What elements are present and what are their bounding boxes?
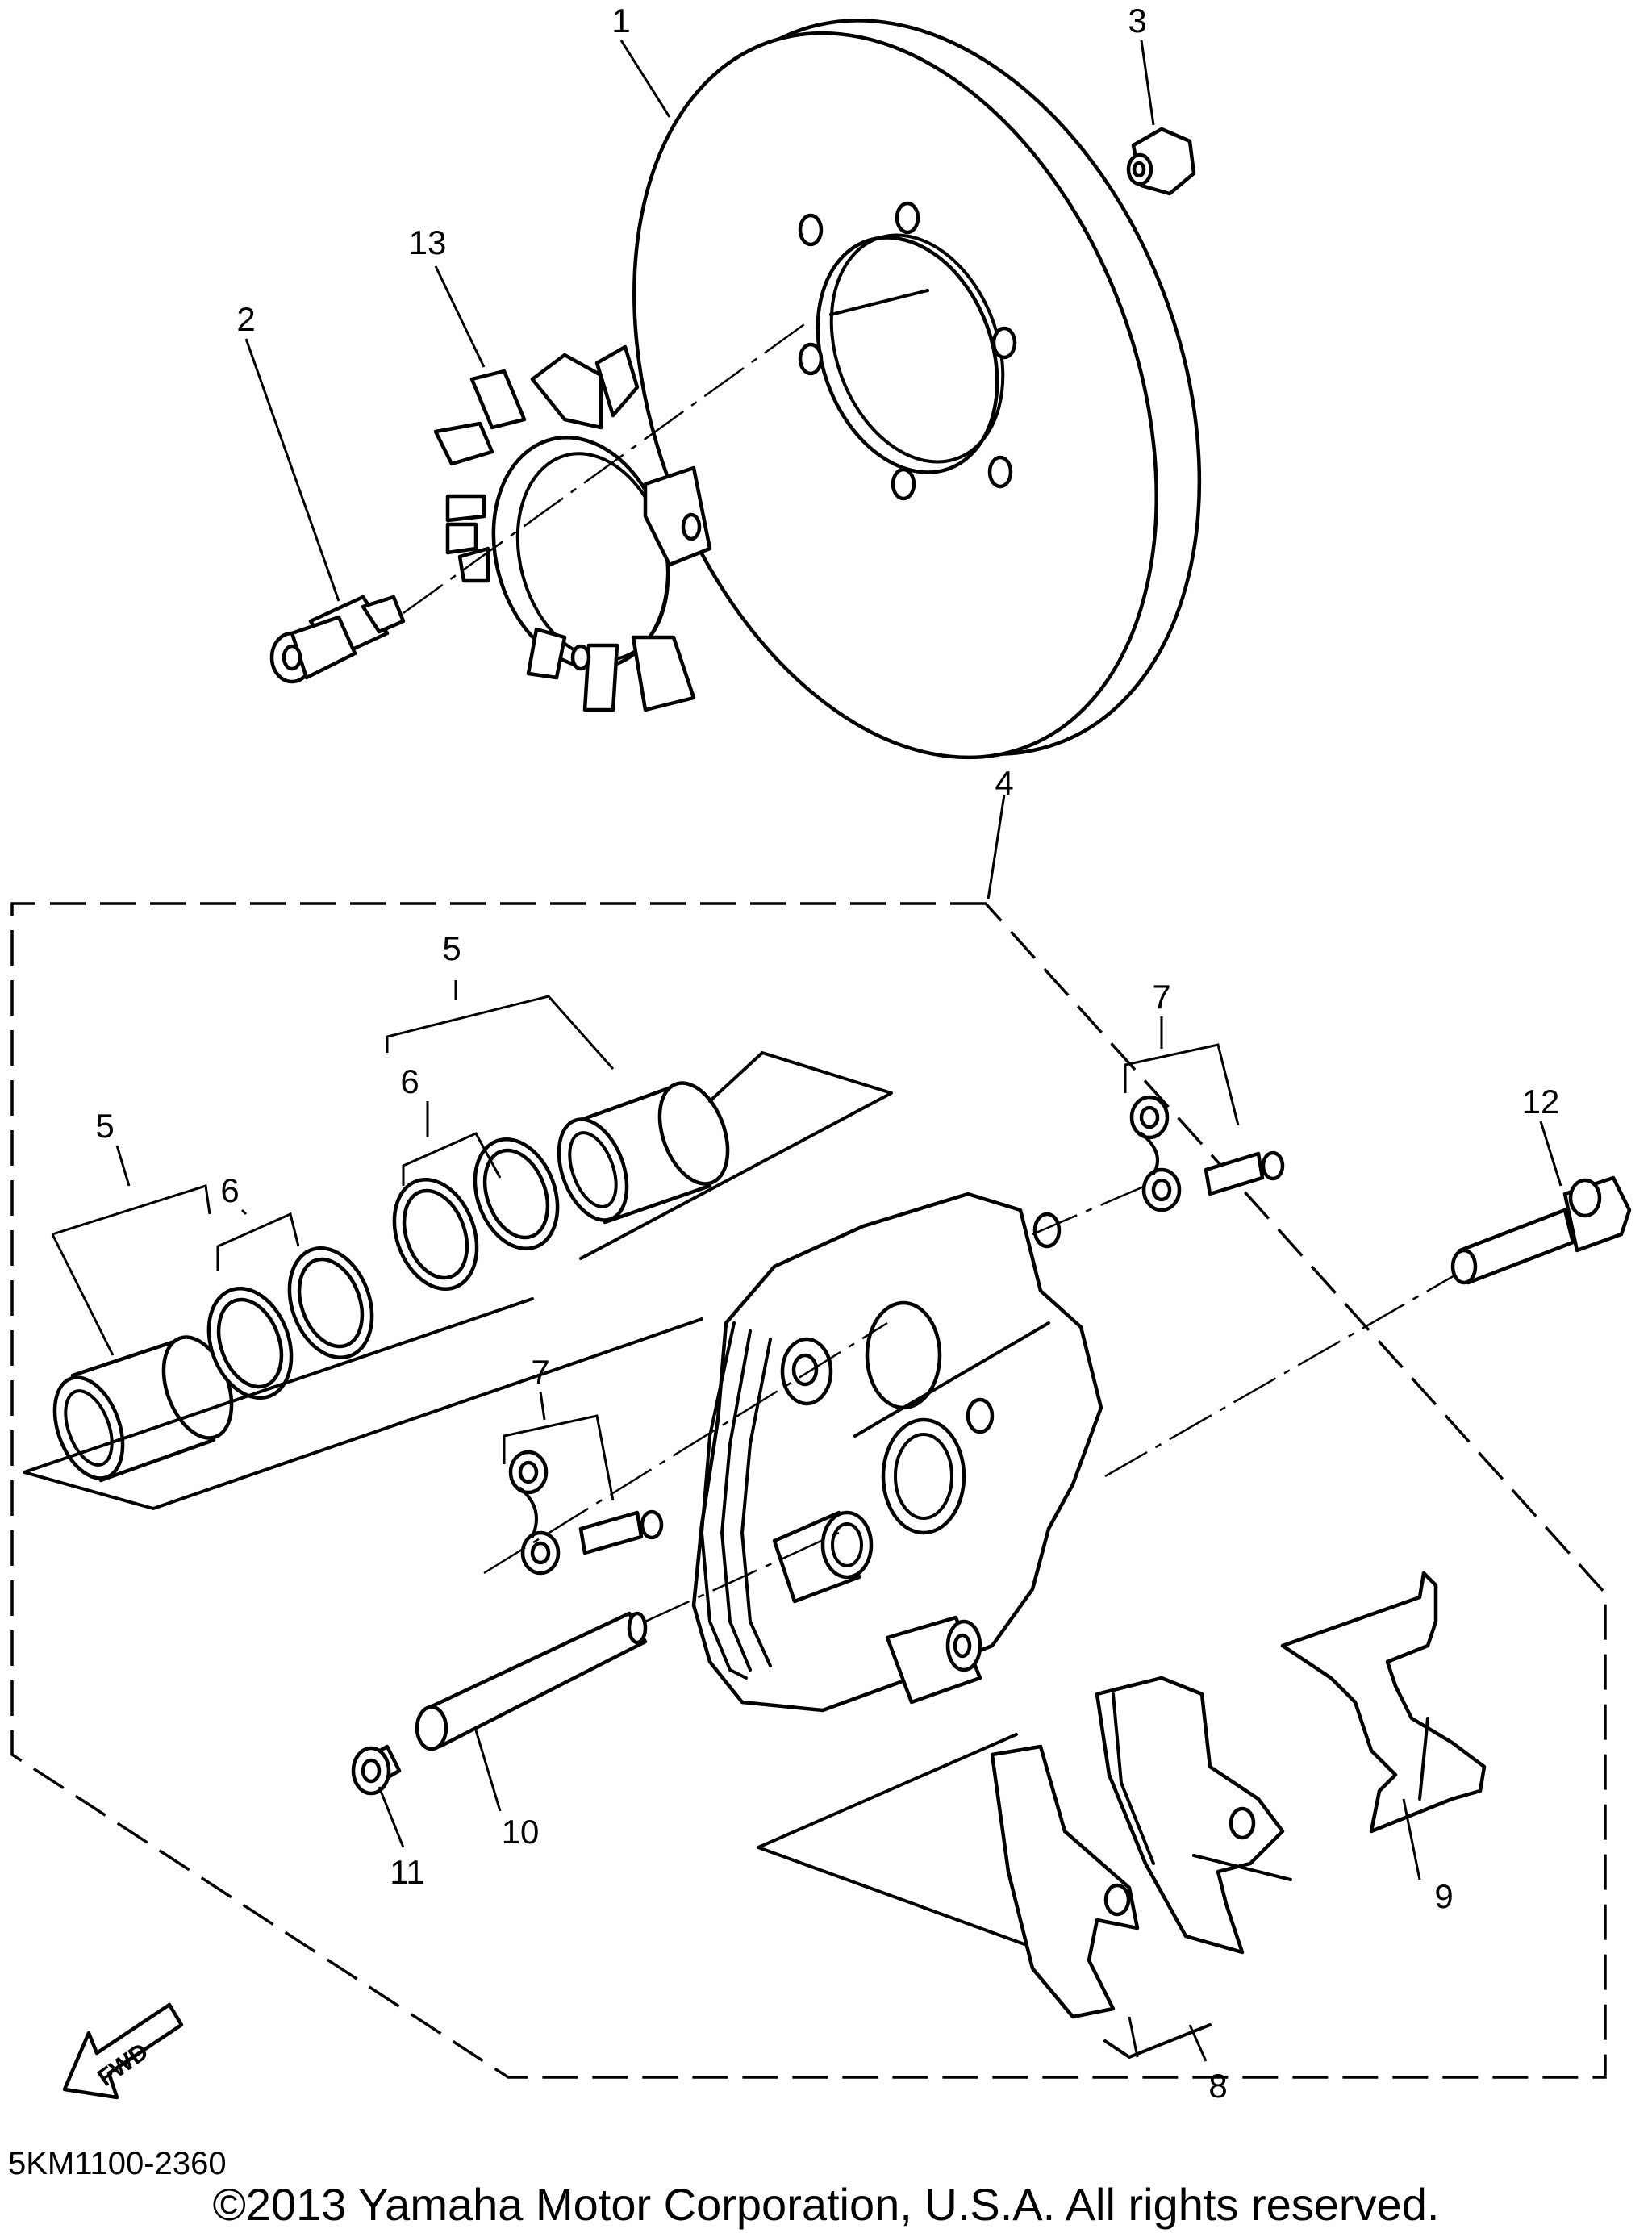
- piston-seal-upper-1: [392, 1177, 479, 1292]
- callout-8: 8: [1208, 2067, 1227, 2105]
- bleed-screw-lower: [508, 1450, 664, 1576]
- caliper-assembly-boundary: [10, 902, 1607, 2079]
- callout-10: 10: [502, 1813, 540, 1851]
- callout-5-left: 5: [95, 1107, 114, 1145]
- brake-pad-inner: [990, 1744, 1140, 2019]
- pad-spring: [1280, 1571, 1487, 1834]
- piston-seal-left-1: [206, 1286, 294, 1400]
- slide-pin: [415, 1611, 648, 1751]
- piston-seal-left-2: [287, 1246, 374, 1360]
- callout-1: 1: [611, 2, 630, 40]
- callout-7-lower: 7: [531, 1353, 549, 1391]
- callout-3: 3: [1128, 2, 1146, 40]
- diagram-code: 5KM1100-2360: [8, 2146, 227, 2181]
- callout-4: 4: [995, 764, 1013, 802]
- pin-plug: [351, 1744, 402, 1796]
- caliper-piston-upper: [557, 1081, 730, 1225]
- caliper-body: [691, 1192, 1103, 1713]
- callout-12: 12: [1522, 1083, 1560, 1121]
- bleed-screw-upper: [1129, 1095, 1285, 1212]
- disc-nut: [1126, 127, 1196, 196]
- callout-9: 9: [1434, 1877, 1453, 1915]
- callout-5-upper: 5: [442, 929, 461, 967]
- piston-seal-upper-2: [473, 1137, 560, 1251]
- callout-13: 13: [409, 223, 447, 261]
- disc-bolt: [269, 595, 406, 684]
- brake-pad-outer: [1095, 1676, 1285, 1955]
- copyright-notice: ©2013 Yamaha Motor Corporation, U.S.A. A…: [212, 2179, 1440, 2230]
- callout-7-upper: 7: [1152, 978, 1170, 1016]
- callout-6-left: 6: [220, 1171, 239, 1209]
- brake-disc: [632, 19, 1202, 760]
- callout-2: 2: [236, 300, 255, 338]
- fwd-arrow-icon: FWD: [62, 2002, 184, 2100]
- callout-6-upper: 6: [400, 1062, 419, 1100]
- caliper-mounting-bolt: [1450, 1175, 1632, 1285]
- callout-11: 11: [390, 1853, 425, 1891]
- disc-cover: [433, 344, 712, 712]
- leader-lines: [51, 40, 1562, 2062]
